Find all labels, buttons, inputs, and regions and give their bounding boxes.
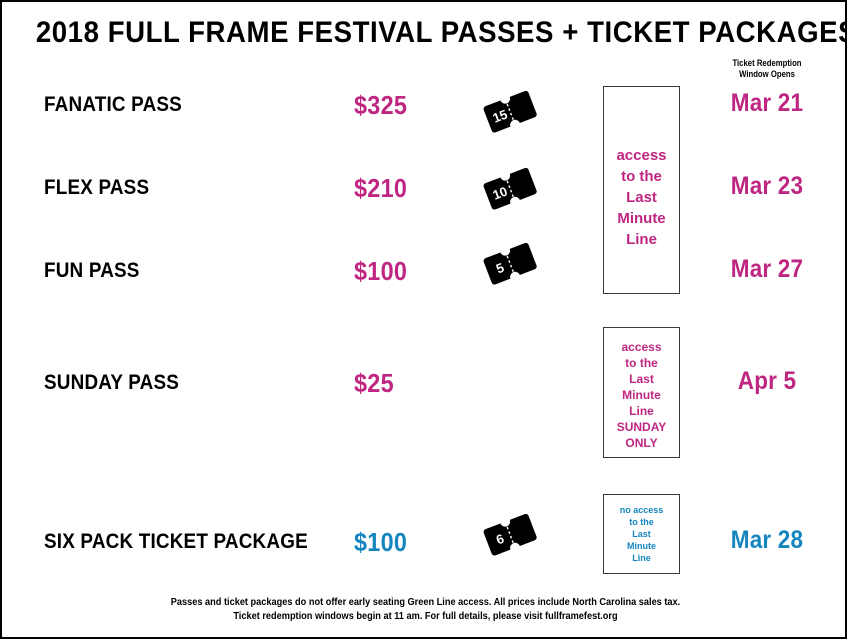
access-line-7: ONLY	[625, 435, 658, 450]
access-line-2: to the	[625, 355, 658, 370]
pass-price: $100	[354, 527, 408, 557]
pass-price: $100	[354, 256, 408, 286]
ticket-icon: 10	[481, 164, 543, 212]
access-line-4: Minute	[627, 541, 656, 551]
redemption-header-line-1: Ticket Redemption	[732, 58, 802, 68]
access-line-5: Line	[626, 231, 657, 248]
pass-name: FUN PASS	[44, 259, 140, 282]
access-note-box-sunday: access to the Last Minute Line SUNDAY ON…	[603, 327, 680, 458]
footer-line-2: Ticket redemption windows begin at 11 am…	[233, 611, 618, 622]
page-title: 2018 FULL FRAME FESTIVAL PASSES + TICKET…	[35, 16, 847, 49]
ticket-icon: 15	[481, 87, 543, 135]
pass-name: SIX PACK TICKET PACKAGE	[44, 530, 308, 553]
access-line-5: Line	[629, 403, 654, 418]
access-note-box-passes: access to the Last Minute Line	[603, 86, 680, 294]
access-line-1: access	[621, 339, 662, 354]
ticket-icon: 5	[481, 239, 543, 287]
access-line-4: Minute	[617, 210, 666, 227]
ticket-count-label: 10	[491, 184, 510, 203]
access-line-3: Last	[632, 529, 651, 539]
pass-redemption-date: Mar 23	[730, 172, 804, 200]
pass-name: FLEX PASS	[44, 176, 150, 199]
pass-name: FANATIC PASS	[44, 93, 182, 116]
pass-price: $25	[354, 368, 394, 398]
access-line-1: no access	[619, 505, 664, 515]
ticket-icon: 6	[481, 510, 543, 558]
pass-price: $325	[354, 90, 408, 120]
pass-redemption-date: Mar 27	[730, 255, 804, 283]
redemption-column-header: Ticket Redemption Window Opens	[711, 58, 823, 80]
redemption-header-line-2: Window Opens	[739, 69, 795, 79]
access-note-box-sixpack: no access to the Last Minute Line	[603, 494, 680, 574]
pass-redemption-date: Apr 5	[737, 367, 797, 395]
access-line-4: Minute	[622, 387, 661, 402]
footer-line-1: Passes and ticket packages do not offer …	[170, 597, 681, 608]
pass-name: SUNDAY PASS	[44, 371, 180, 394]
access-line-2: to the	[621, 168, 662, 185]
footer-disclaimer: Passes and ticket packages do not offer …	[36, 596, 815, 624]
pass-price: $210	[354, 173, 408, 203]
ticket-count-label: 15	[491, 107, 510, 126]
access-line-1: access	[616, 147, 667, 164]
access-line-3: Last	[626, 189, 657, 206]
access-line-2: to the	[629, 517, 654, 527]
pass-redemption-date: Mar 28	[730, 526, 804, 554]
access-line-3: Last	[629, 371, 654, 386]
pass-redemption-date: Mar 21	[730, 89, 804, 117]
access-line-6: SUNDAY	[616, 419, 667, 434]
access-line-5: Line	[632, 553, 651, 563]
